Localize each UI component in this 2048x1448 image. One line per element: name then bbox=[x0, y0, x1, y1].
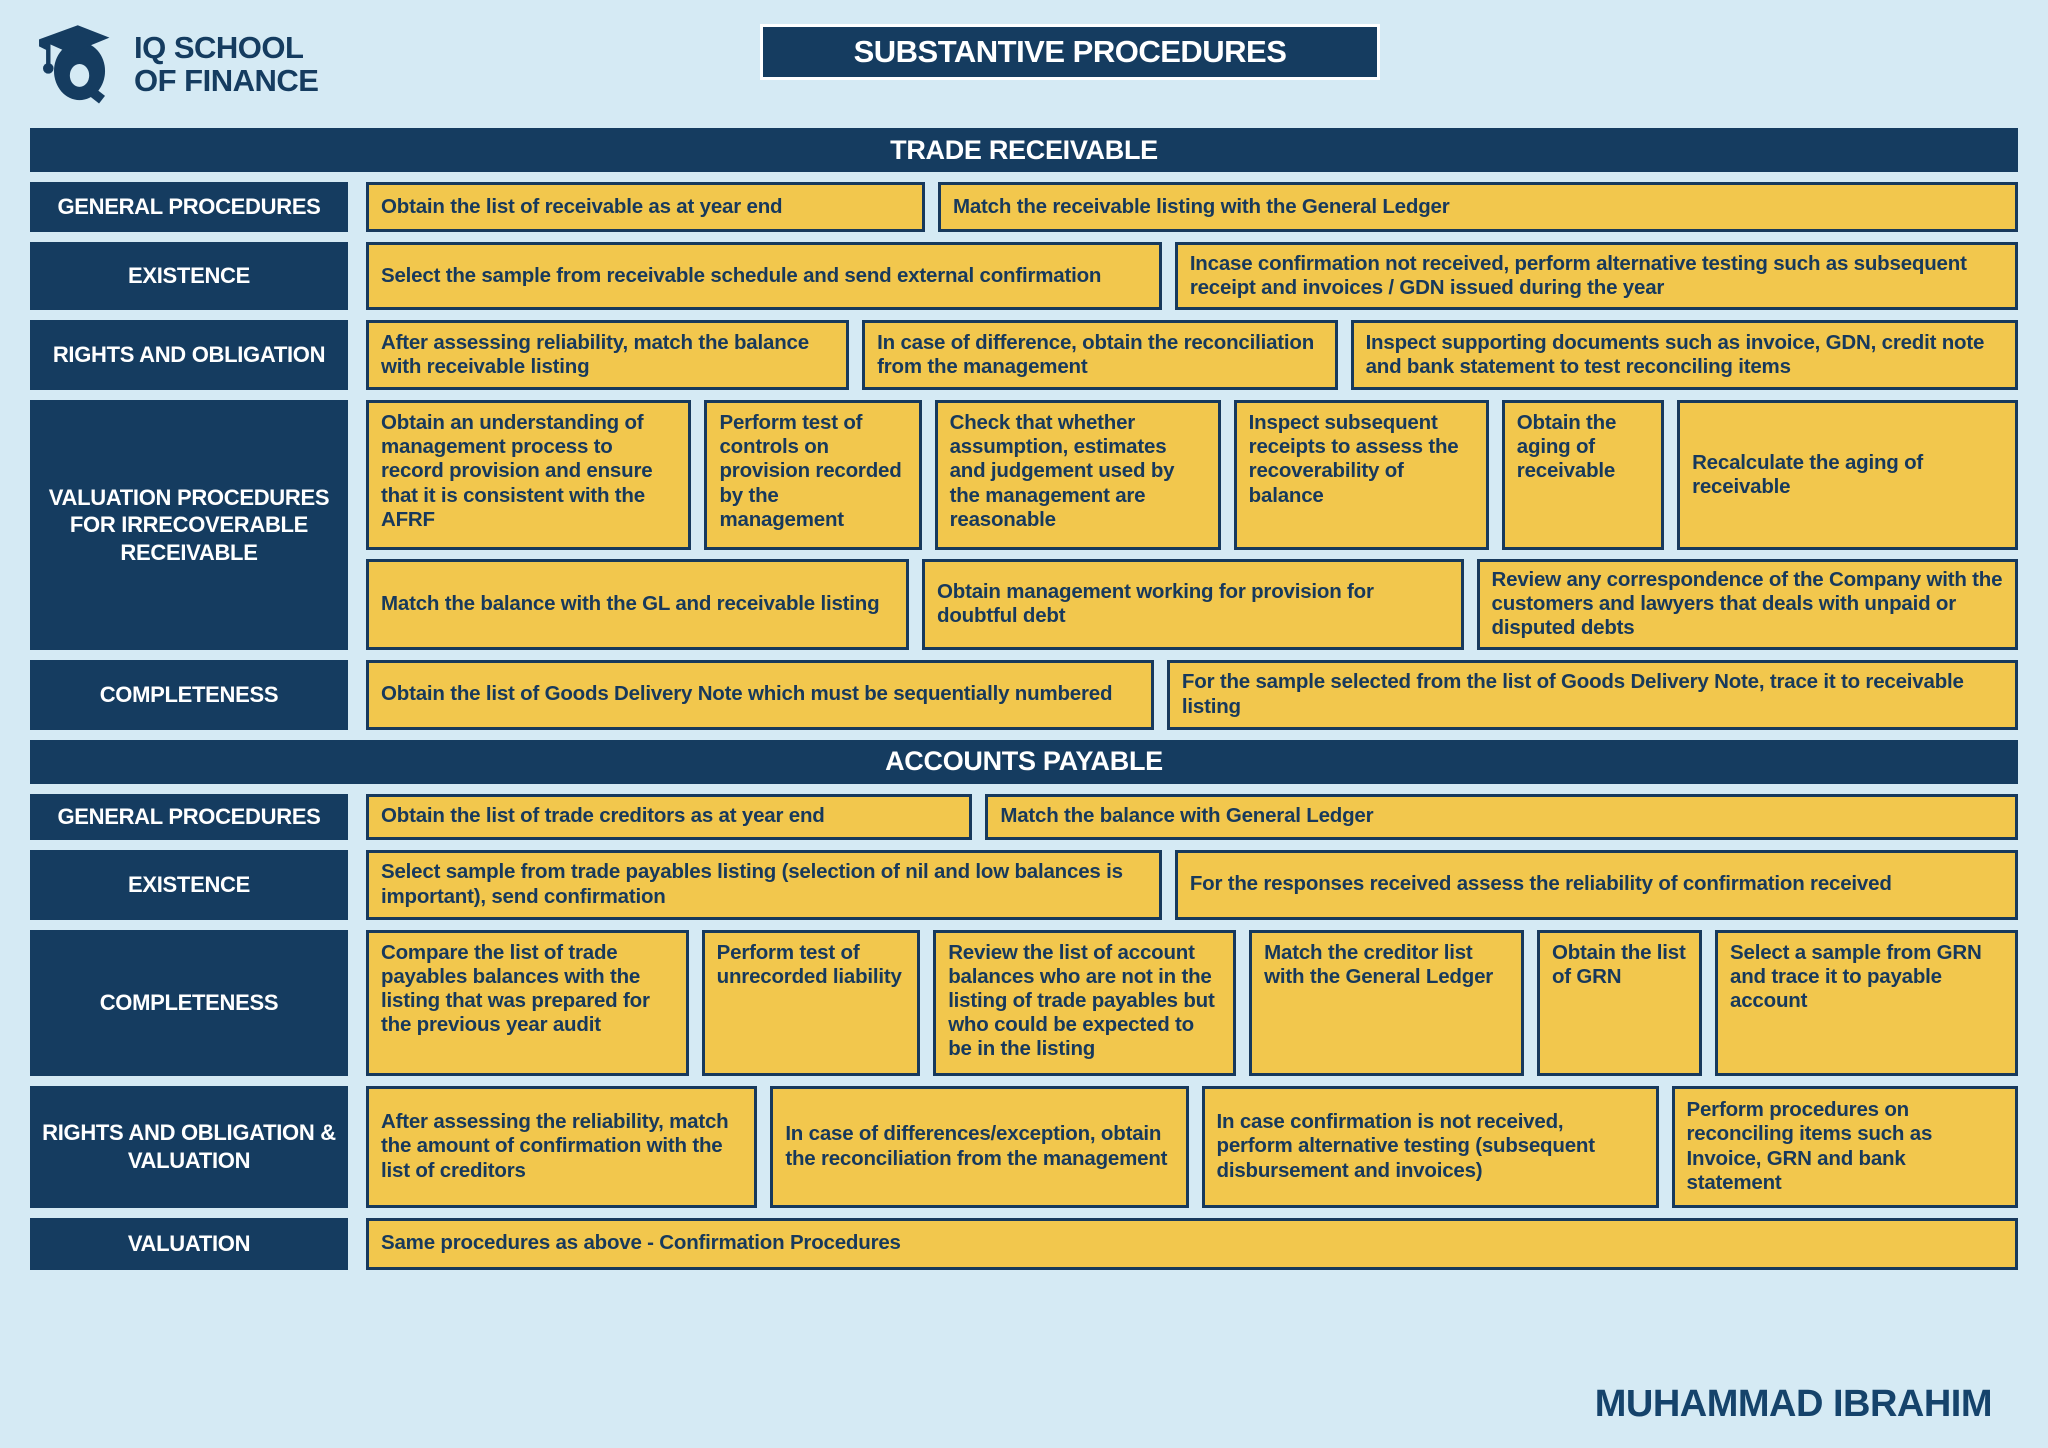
row-ap-completeness: COMPLETENESS Compare the list of trade p… bbox=[30, 929, 2018, 1076]
procedure-cell: Select sample from trade payables listin… bbox=[366, 849, 1162, 920]
page-title: SUBSTANTIVE PROCEDURES bbox=[853, 34, 1287, 69]
procedure-cell: Incase confirmation not received, perfor… bbox=[1174, 242, 2018, 310]
author-credit: MUHAMMAD IBRAHIM bbox=[1594, 1383, 1993, 1425]
procedure-cell: Obtain the aging of receivable bbox=[1501, 400, 1665, 550]
procedure-cell: Match the receivable listing with the Ge… bbox=[937, 182, 2018, 232]
procedure-cell: After assessing reliability, match the b… bbox=[366, 320, 850, 390]
row-tr-completeness: COMPLETENESS Obtain the list of Goods De… bbox=[30, 659, 2018, 730]
procedure-cell: Obtain management working for provision … bbox=[922, 559, 1464, 650]
section-banner-accounts-payable: ACCOUNTS PAYABLE bbox=[30, 739, 2018, 784]
assertion-label: VALUATION bbox=[30, 1217, 348, 1270]
procedure-cell: For the responses received assess the re… bbox=[1174, 849, 2018, 920]
row-ap-valuation: VALUATION Same procedures as above - Con… bbox=[30, 1217, 2018, 1270]
procedure-cell: After assessing the reliability, match t… bbox=[366, 1085, 758, 1208]
procedure-cell: Obtain the list of GRN bbox=[1536, 929, 1703, 1076]
procedure-cell: Inspect subsequent receipts to assess th… bbox=[1233, 400, 1489, 550]
procedure-cell: Recalculate the aging of receivable bbox=[1677, 400, 2019, 550]
procedure-cell: Obtain an understanding of management pr… bbox=[366, 400, 692, 550]
logo-line2: OF FINANCE bbox=[134, 63, 319, 98]
procedure-cell: Select a sample from GRN and trace it to… bbox=[1715, 929, 2018, 1076]
procedure-cell: Match the balance with General Ledger bbox=[985, 793, 2018, 840]
row-ap-existence: EXISTENCE Select sample from trade payab… bbox=[30, 849, 2018, 920]
procedure-cell: Obtain the list of trade creditors as at… bbox=[366, 793, 973, 840]
assertion-label: RIGHTS AND OBLIGATION & VALUATION bbox=[30, 1085, 348, 1208]
section-banner-trade-receivable: TRADE RECEIVABLE bbox=[30, 128, 2018, 172]
assertion-label: RIGHTS AND OBLIGATION bbox=[30, 320, 348, 390]
procedure-cell: Select the sample from receivable schedu… bbox=[366, 242, 1162, 310]
graduation-cap-icon bbox=[39, 25, 110, 104]
row-tr-rights-and-obligation: RIGHTS AND OBLIGATION After assessing re… bbox=[30, 320, 2018, 390]
procedure-cell: Same procedures as above - Confirmation … bbox=[366, 1217, 2018, 1270]
procedure-cell: Inspect supporting documents such as inv… bbox=[1350, 320, 2018, 390]
section-title: ACCOUNTS PAYABLE bbox=[885, 746, 1163, 777]
row-tr-existence: EXISTENCE Select the sample from receiva… bbox=[30, 242, 2018, 310]
procedures-table: TRADE RECEIVABLE GENERAL PROCEDURES Obta… bbox=[30, 128, 2019, 1270]
procedure-cell: Review the list of account balances who … bbox=[933, 929, 1237, 1076]
procedure-cell: Obtain the list of receivable as at year… bbox=[366, 182, 925, 232]
procedure-cell: For the sample selected from the list of… bbox=[1166, 659, 2018, 730]
procedure-cell: Perform test of unrecorded liability bbox=[701, 929, 921, 1076]
assertion-label: VALUATION PROCEDURES FOR IRRECOVERABLE R… bbox=[30, 400, 348, 650]
procedure-cell: Perform procedures on reconciling items … bbox=[1671, 1085, 2019, 1208]
row-tr-general-procedures: GENERAL PROCEDURES Obtain the list of re… bbox=[30, 182, 2018, 232]
procedure-cell: Match the balance with the GL and receiv… bbox=[366, 559, 910, 650]
procedure-cell: Check that whether assumption, estimates… bbox=[934, 400, 1221, 550]
procedure-cell: Compare the list of trade payables balan… bbox=[366, 929, 689, 1076]
logo: IQ SCHOOL OF FINANCE bbox=[30, 20, 319, 108]
header: IQ SCHOOL OF FINANCE SUBSTANTIVE PROCEDU… bbox=[30, 0, 2018, 128]
row-tr-valuation: VALUATION PROCEDURES FOR IRRECOVERABLE R… bbox=[30, 400, 2019, 650]
procedure-cell: Obtain the list of Goods Delivery Note w… bbox=[366, 659, 1154, 730]
row-ap-general-procedures: GENERAL PROCEDURES Obtain the list of tr… bbox=[30, 793, 2018, 840]
assertion-label: EXISTENCE bbox=[30, 849, 348, 920]
procedure-cell: In case of difference, obtain the reconc… bbox=[862, 320, 1338, 390]
logo-line1: IQ SCHOOL bbox=[134, 29, 304, 65]
procedure-cell: Perform test of controls on provision re… bbox=[704, 400, 922, 550]
section-title: TRADE RECEIVABLE bbox=[890, 134, 1158, 165]
row-ap-rights-obligation-valuation: RIGHTS AND OBLIGATION & VALUATION After … bbox=[30, 1085, 2019, 1208]
assertion-label: GENERAL PROCEDURES bbox=[30, 793, 348, 840]
procedure-cell: In case of differences/exception, obtain… bbox=[770, 1085, 1189, 1208]
logo-text: IQ SCHOOL OF FINANCE bbox=[134, 29, 319, 98]
title-banner: SUBSTANTIVE PROCEDURES bbox=[760, 24, 1380, 80]
assertion-label: COMPLETENESS bbox=[30, 659, 348, 730]
assertion-label: GENERAL PROCEDURES bbox=[30, 182, 348, 232]
procedure-cell: In case confirmation is not received, pe… bbox=[1201, 1085, 1659, 1208]
assertion-label: EXISTENCE bbox=[30, 242, 348, 310]
assertion-label: COMPLETENESS bbox=[30, 929, 348, 1076]
procedure-cell: Match the creditor list with the General… bbox=[1249, 929, 1524, 1076]
procedure-cell: Review any correspondence of the Company… bbox=[1476, 559, 2018, 650]
